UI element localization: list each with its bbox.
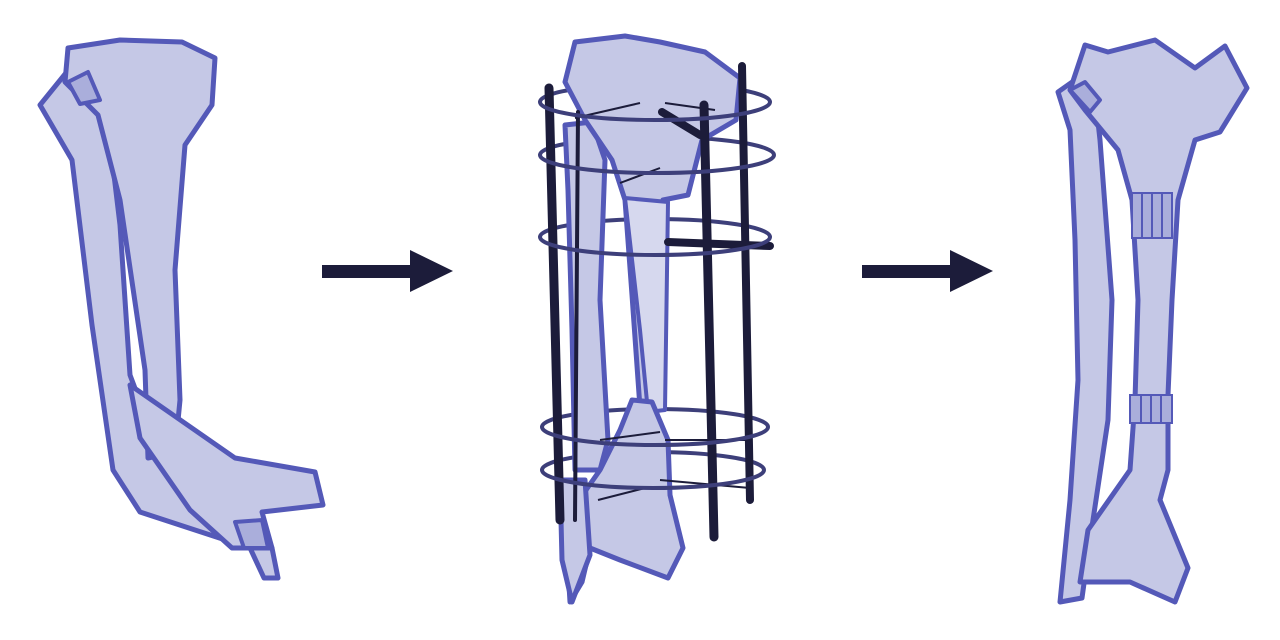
fixator-rods <box>544 62 774 542</box>
fixator-distal-tibia <box>562 397 686 605</box>
corrected-bone-icon <box>1055 37 1250 605</box>
ring-fixator-icon <box>538 33 776 605</box>
arrow-right-icon <box>322 250 453 292</box>
regenerate-band-lower <box>1129 394 1173 424</box>
deformed-tibia <box>62 37 218 461</box>
regenerate-band-upper <box>1131 192 1173 239</box>
deformed-malleolus <box>233 518 270 550</box>
fixator-fibula <box>562 119 611 473</box>
deformed-distal-fragment <box>127 382 326 551</box>
deformed-bone-icon <box>37 37 326 581</box>
deformed-fibula-head <box>66 70 102 106</box>
arrow-right-icon <box>862 250 993 292</box>
fixator-rings-front <box>538 101 776 490</box>
fixator-distal-fibula <box>557 477 593 605</box>
fixator-ring-3 <box>538 236 772 257</box>
fixator-ring-2 <box>538 154 776 175</box>
fixator-ring-5 <box>540 469 766 490</box>
fixator-ring-4 <box>540 426 770 447</box>
fixator-ring-1 <box>538 101 772 122</box>
corrected-fibula-head <box>1068 80 1102 114</box>
